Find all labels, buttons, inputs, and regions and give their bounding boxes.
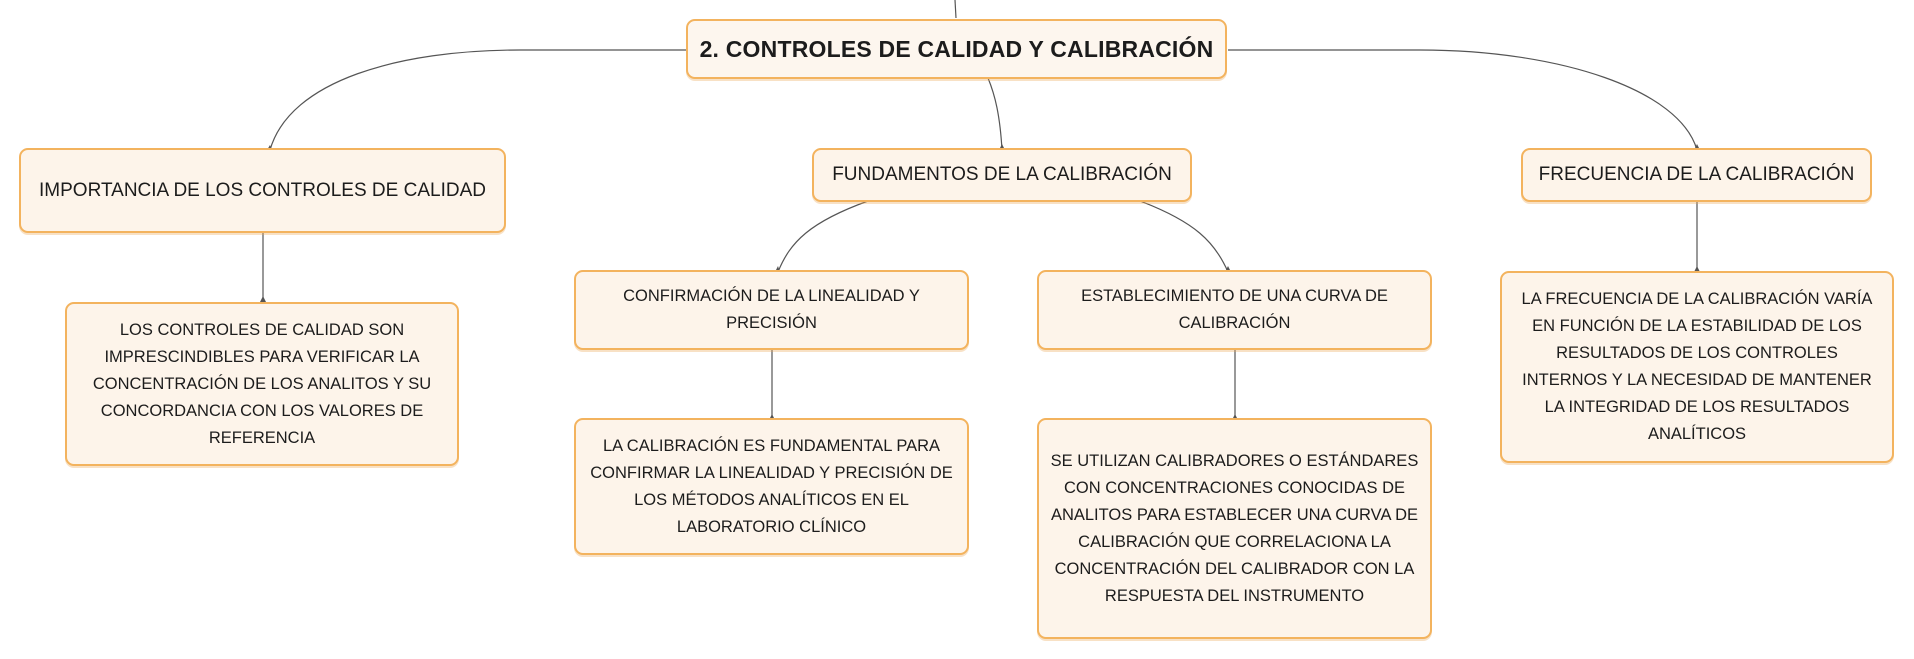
topic-importancia[interactable]: IMPORTANCIA DE LOS CONTROLES DE CALIDAD: [19, 148, 506, 233]
connector-incoming: [954, 0, 957, 19]
topic-frecuencia-detail[interactable]: LA FRECUENCIA DE LA CALIBRACIÓN VARÍA EN…: [1500, 271, 1894, 463]
connector-fundamentos-linealidad: [777, 200, 869, 273]
connector-root-frecuencia: [1228, 49, 1698, 151]
connector-fundamentos-curva: [1139, 200, 1229, 273]
topic-linealidad-label: CONFIRMACIÓN DE LA LINEALIDAD Y PRECISIÓ…: [623, 287, 920, 332]
topic-frecuencia[interactable]: FRECUENCIA DE LA CALIBRACIÓN: [1521, 148, 1872, 202]
topic-importancia-detail[interactable]: LOS CONTROLES DE CALIDAD SON IMPRESCINDI…: [65, 302, 459, 466]
root-topic-label: 2. CONTROLES DE CALIDAD Y CALIBRACIÓN: [699, 35, 1214, 62]
arrowhead-importancia-detail: [260, 296, 266, 302]
topic-fundamentos-label: FUNDAMENTOS DE LA CALIBRACIÓN: [832, 164, 1172, 185]
topic-linealidad-detail[interactable]: LA CALIBRACIÓN ES FUNDAMENTAL PARA CONFI…: [574, 418, 969, 555]
topic-curva-detail-text: SE UTILIZAN CALIBRADORES O ESTÁNDARES CO…: [1050, 451, 1419, 605]
topic-frecuencia-label: FRECUENCIA DE LA CALIBRACIÓN: [1538, 164, 1855, 185]
topic-curva-detail[interactable]: SE UTILIZAN CALIBRADORES O ESTÁNDARES CO…: [1037, 418, 1432, 639]
topic-curva-label: ESTABLECIMIENTO DE UNA CURVA DE CALIBRAC…: [1081, 287, 1388, 332]
topic-fundamentos[interactable]: FUNDAMENTOS DE LA CALIBRACIÓN: [812, 148, 1192, 202]
connector-root-importancia: [269, 49, 688, 151]
root-topic[interactable]: 2. CONTROLES DE CALIDAD Y CALIBRACIÓN: [686, 19, 1227, 79]
topic-linealidad[interactable]: CONFIRMACIÓN DE LA LINEALIDAD Y PRECISIÓ…: [574, 270, 969, 350]
topic-importancia-detail-text: LOS CONTROLES DE CALIDAD SON IMPRESCINDI…: [92, 320, 432, 447]
topic-curva[interactable]: ESTABLECIMIENTO DE UNA CURVA DE CALIBRAC…: [1037, 270, 1432, 350]
topic-importancia-label: IMPORTANCIA DE LOS CONTROLES DE CALIDAD: [39, 179, 486, 201]
topic-frecuencia-detail-text: LA FRECUENCIA DE LA CALIBRACIÓN VARÍA EN…: [1521, 290, 1873, 443]
arrowhead-frecuencia-detail: [1694, 266, 1700, 272]
topic-linealidad-detail-text: LA CALIBRACIÓN ES FUNDAMENTAL PARA CONFI…: [590, 436, 953, 536]
connector-root-fundamentos: [987, 77, 1003, 151]
